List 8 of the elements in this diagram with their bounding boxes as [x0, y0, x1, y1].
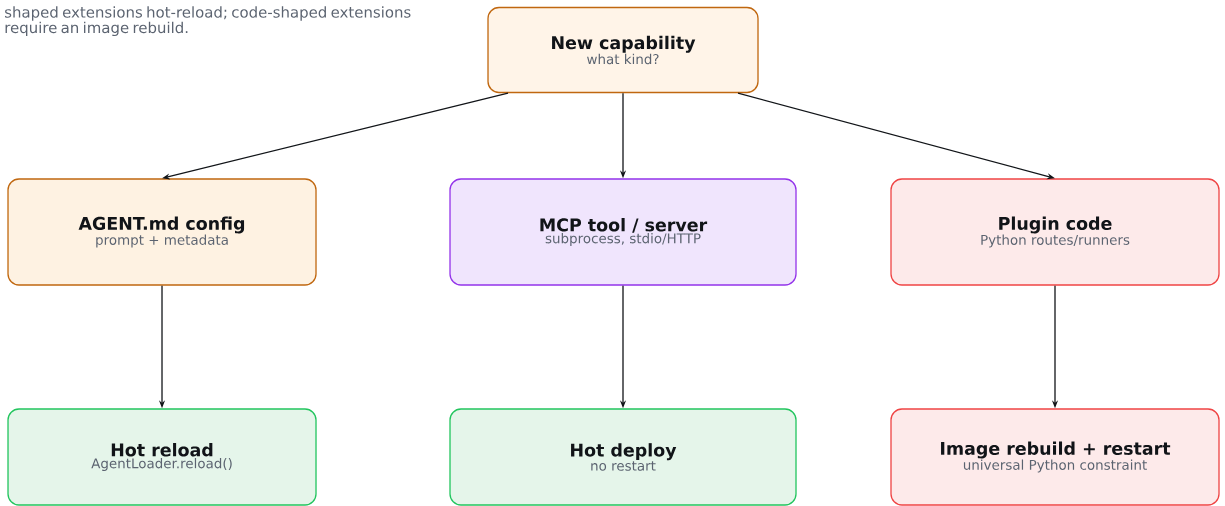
note-text: shaped extensions hot-reload; code-shaped extensions require an image rebuild. — [5, 6, 411, 37]
process-box: New capability what kind? — [487, 6, 759, 94]
process-box: Plugin code Python routes/runners — [890, 178, 1220, 286]
process-box: MCP tool / server subprocess, stdio/HTTP — [449, 178, 797, 286]
process-box: Hot reload AgentLoader.reload() — [7, 408, 317, 506]
process-box: AGENT.md config prompt + metadata — [7, 178, 317, 286]
process-box: Hot deploy no restart — [449, 408, 797, 506]
process-box: Image rebuild + restart universal Python constraint — [890, 408, 1220, 506]
